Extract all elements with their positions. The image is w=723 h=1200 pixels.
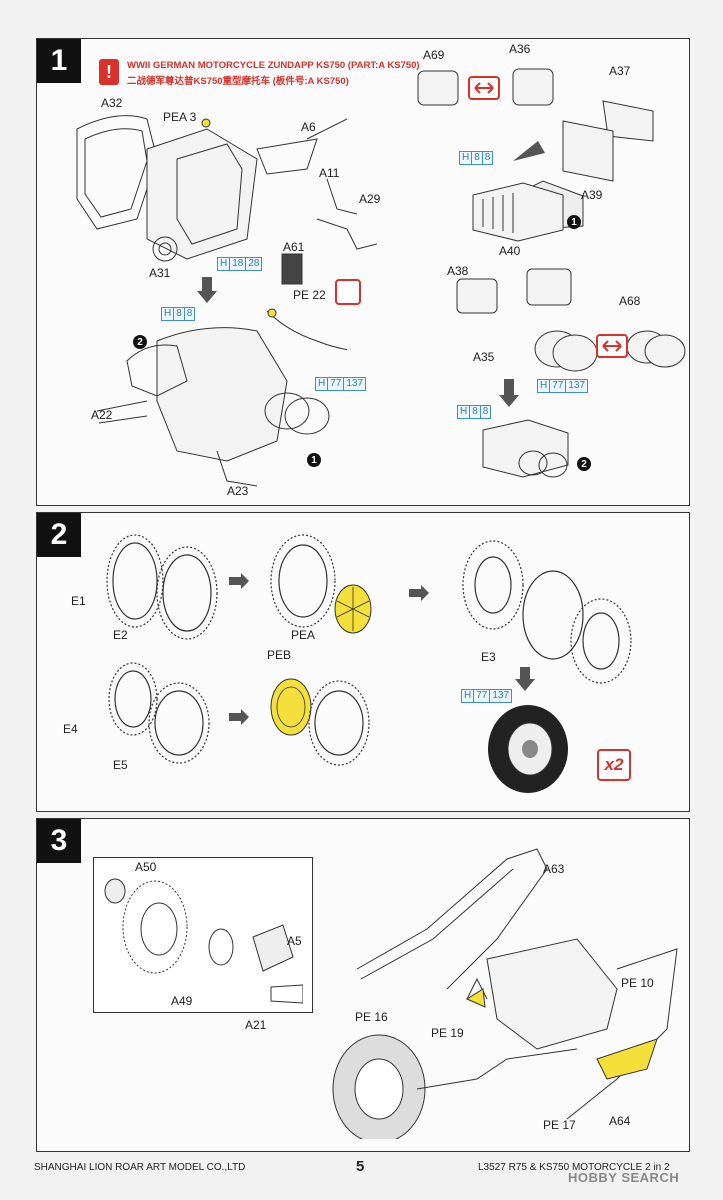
wheel-pea-diagram — [270, 534, 372, 634]
down-arrow-icon — [515, 667, 535, 691]
footer-company: SHANGHAI LION ROAR ART MODEL CO.,LTD — [34, 1162, 246, 1173]
part-label: A69 — [423, 48, 445, 62]
part-label: A64 — [609, 1114, 631, 1128]
part-label: A39 — [581, 188, 603, 202]
part-label: PEA — [291, 628, 316, 642]
assembled-engine-diagram — [96, 308, 347, 487]
wheel-rim-e4-e5-diagram — [108, 662, 210, 764]
part-label: A35 — [473, 350, 495, 364]
part-label: A29 — [359, 192, 381, 206]
page-number: 5 — [356, 1158, 365, 1175]
part-label: A36 — [509, 42, 531, 56]
step-number: 3 — [37, 819, 81, 863]
part-label: A21 — [245, 1018, 267, 1032]
part-label: A63 — [543, 862, 565, 876]
wheel-peb-diagram — [270, 678, 370, 766]
part-label: E3 — [481, 650, 496, 664]
warning-text-en: WWII GERMAN MOTORCYCLE ZUNDAPP KS750 (PA… — [127, 60, 420, 71]
part-label: PE 19 — [431, 1026, 464, 1040]
part-label: E4 — [63, 722, 78, 736]
step-2-panel: 2 E1 E2 PEA E3 — [36, 512, 690, 812]
right-arrow-icon — [409, 585, 429, 601]
part-label: A37 — [609, 64, 631, 78]
footer-product: L3527 R75 & KS750 MOTORCYCLE 2 in 2 — [478, 1162, 670, 1173]
part-label: A50 — [135, 860, 157, 874]
subassembly-2-marker: 2 — [577, 457, 591, 471]
frame-assembly-diagram — [332, 848, 678, 1139]
watermark: HOBBY SEARCH — [568, 1170, 680, 1185]
step-number: 1 — [37, 39, 81, 83]
cylinder-head-lower-diagram — [456, 268, 686, 372]
part-label: A38 — [447, 264, 469, 278]
rear-wheel-exploded-diagram — [104, 878, 303, 1004]
part-label: PEB — [267, 648, 292, 662]
wheel-e3-exploded-diagram — [462, 540, 632, 684]
part-label: A68 — [619, 294, 641, 308]
wheel-rim-e1-e2-diagram — [106, 534, 218, 640]
subassembly-1-marker: 1 — [307, 453, 321, 467]
part-label: A5 — [287, 934, 302, 948]
step-1-panel: 1 ! WWII GERMAN MOTORCYCLE ZUNDAPP KS750… — [36, 38, 690, 506]
warning-text-cn: 二战德军尊达普KS750重型摩托车 (板件号:A KS750) — [127, 76, 349, 87]
part-label: A6 — [301, 120, 316, 134]
subassembly-2-marker: 2 — [133, 335, 147, 349]
part-label: PEA 3 — [163, 110, 197, 124]
right-arrow-icon — [229, 573, 249, 589]
part-label: A11 — [319, 166, 340, 180]
part-label: E5 — [113, 758, 128, 772]
hand-icon — [335, 279, 361, 305]
step-3-panel: 3 A50 A5 A49 A21 A63 PE 16 PE 19 — [36, 818, 690, 1152]
part-label: A40 — [499, 244, 521, 258]
part-label: A23 — [227, 484, 249, 498]
cylinder-1-diagram — [472, 182, 564, 242]
part-label: A61 — [283, 240, 305, 254]
part-label: E2 — [113, 628, 128, 642]
part-label: PE 22 — [293, 288, 326, 302]
assembled-wheel-diagram — [488, 705, 568, 793]
down-arrow-icon — [499, 379, 519, 407]
cylinder-2-diagram — [482, 419, 569, 478]
part-label: A32 — [101, 96, 123, 110]
step-number: 2 — [37, 513, 81, 557]
quantity-badge: x2 — [597, 749, 631, 781]
subassembly-1-marker: 1 — [567, 215, 581, 229]
part-label: PE 17 — [543, 1118, 576, 1132]
part-label: A49 — [171, 994, 193, 1008]
part-label: A22 — [91, 408, 113, 422]
warning-icon: ! — [99, 59, 119, 85]
part-label: PE 10 — [621, 976, 654, 990]
part-label: A31 — [149, 266, 171, 280]
down-arrow-icon — [197, 277, 217, 303]
part-label: E1 — [71, 594, 86, 608]
right-arrow-icon — [229, 709, 249, 725]
engine-assembly-diagram — [76, 115, 377, 285]
part-label: PE 16 — [355, 1010, 388, 1024]
